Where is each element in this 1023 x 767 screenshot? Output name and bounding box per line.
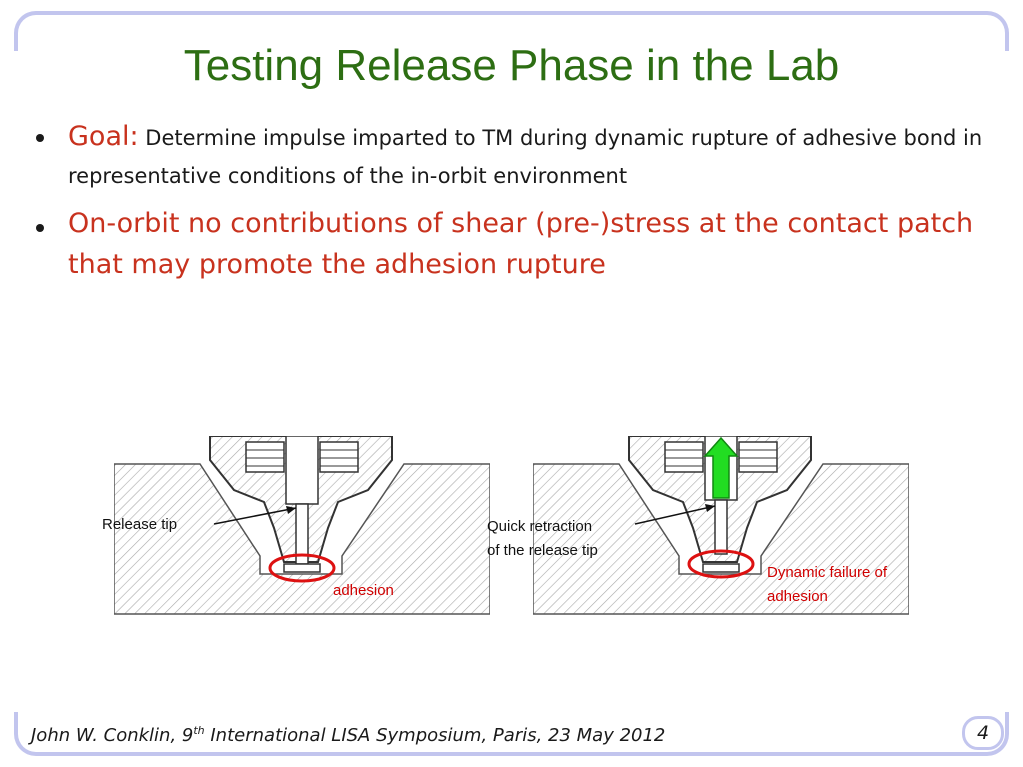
- footer-citation: John W. Conklin, 9th International LISA …: [31, 724, 665, 746]
- page-number: 4: [962, 716, 1004, 750]
- footer-event: International LISA Symposium, Paris, 23 …: [204, 725, 666, 746]
- label-retraction-line2: of the release tip: [487, 542, 598, 559]
- slide-frame-top: [14, 11, 1009, 51]
- footer-author: John W. Conklin, 9: [31, 725, 194, 746]
- footer-sup: th: [193, 724, 205, 737]
- label-failure-line2: adhesion: [767, 588, 828, 605]
- bullet-on-orbit-text: On-orbit no contributions of shear (pre-…: [68, 208, 974, 280]
- bullet-list: Goal: Determine impulse imparted to TM d…: [36, 118, 1001, 285]
- release-tip-diagram-left: [114, 436, 490, 615]
- failure-circle: [687, 549, 755, 579]
- label-release-tip: Release tip: [102, 516, 178, 533]
- label-adhesion: adhesion: [333, 582, 394, 599]
- retraction-arrow: [703, 436, 739, 499]
- release-tip-diagram-right: [533, 436, 909, 615]
- bullet-goal: Goal: Determine impulse imparted to TM d…: [36, 118, 1001, 195]
- slide-title: Testing Release Phase in the Lab: [183, 41, 840, 90]
- bullet-goal-text: Determine impulse imparted to TM during …: [68, 126, 983, 188]
- label-retraction-line1: Quick retraction: [487, 518, 593, 535]
- bullet-dot: [36, 224, 44, 232]
- bullet-dot: [36, 134, 44, 142]
- label-failure-line1: Dynamic failure of: [767, 564, 888, 581]
- adhesion-circle: [268, 553, 336, 583]
- bullet-goal-lead: Goal:: [68, 121, 139, 152]
- bullet-on-orbit: On-orbit no contributions of shear (pre-…: [36, 203, 1001, 285]
- slide-frame-bottom: [14, 712, 1009, 756]
